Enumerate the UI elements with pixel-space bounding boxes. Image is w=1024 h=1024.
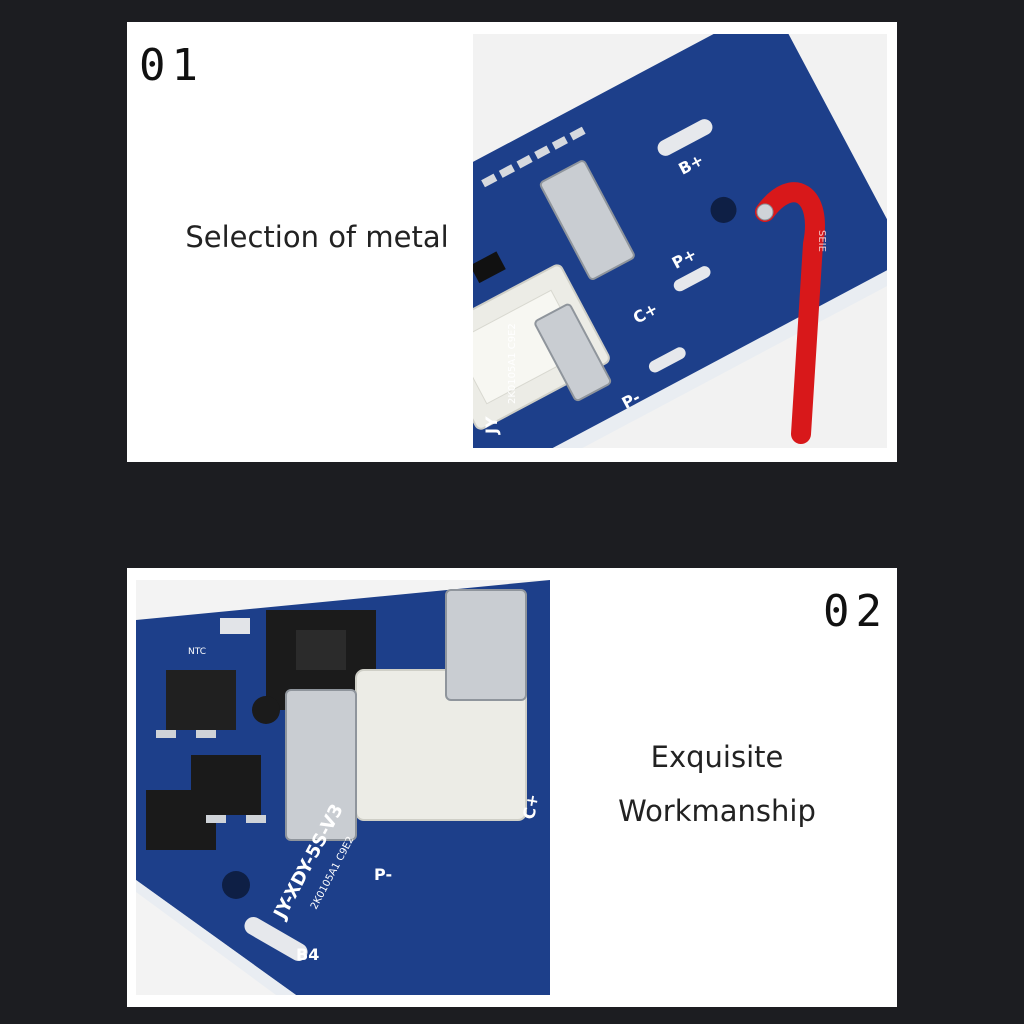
- caption-line-1: Exquisite: [650, 740, 784, 774]
- section-number: 02: [823, 586, 888, 637]
- section-caption: Selection of metal: [185, 220, 449, 254]
- pcb-label-ntc: NTC: [188, 647, 206, 657]
- pcb-label-jy: JY: [482, 416, 501, 435]
- pcb-label-b4: B4: [296, 945, 319, 964]
- feature-card-workmanship: 02 Exquisite Workmanship: [127, 568, 897, 1007]
- wire-label: SEIE: [816, 230, 827, 252]
- pcb-label-pminus: P-: [374, 865, 392, 884]
- pcb-label-cplus: C+: [519, 793, 542, 821]
- feature-card-metal: 01 Selection of metal: [127, 22, 897, 462]
- section-number: 01: [139, 40, 204, 91]
- caption-line-2: Workmanship: [618, 794, 816, 828]
- pcb-photo-board: NTC JY-XDY-5S-V3 2K0105A1 C9E2 P- C+ B4: [136, 580, 550, 995]
- pcb-photo-metal-contacts: B+ P+ C+ P- JY 2K0105A1 C9E2 SEIE: [473, 34, 887, 448]
- pcb-label-code: 2K0105A1 C9E2: [507, 323, 518, 404]
- section-caption: Exquisite Workmanship: [587, 730, 847, 838]
